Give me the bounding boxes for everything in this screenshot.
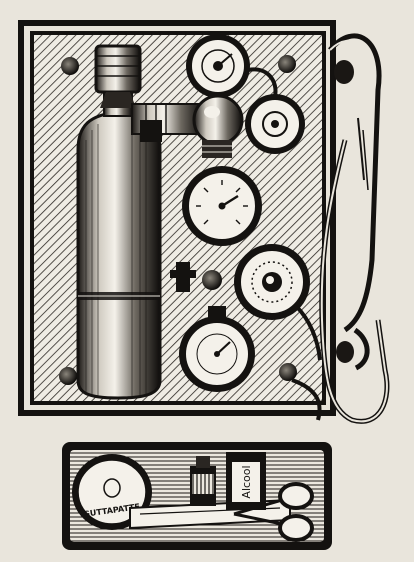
alcohol-bottle: Alcool: [226, 452, 266, 510]
outlet-gauge: [234, 244, 310, 320]
bolt-icon: [279, 363, 297, 381]
equipment-panel: [18, 20, 336, 416]
bolt-icon: [61, 57, 79, 75]
oxygen-cylinder: [76, 44, 162, 400]
alcohol-bottle-label: Alcool: [240, 465, 253, 498]
bolt-icon: [59, 367, 77, 385]
hose-clip: [336, 341, 354, 363]
valve-knob: [170, 262, 222, 292]
manometer-dial: [182, 166, 262, 246]
medicine-bottle: [190, 456, 216, 506]
outlet-hose: [294, 304, 322, 361]
lower-manometer: [179, 316, 255, 392]
gauge-stem: [208, 306, 226, 322]
flow-gauge-right: [245, 94, 305, 154]
gauge-tube: [247, 67, 278, 97]
scissors-icon: [233, 482, 314, 542]
connector-pipe: [131, 103, 203, 142]
rubber-hoses: [291, 33, 390, 424]
pressure-regulator: [192, 94, 244, 158]
pressure-gauge-top: [186, 34, 250, 98]
bolt-icon: [278, 55, 296, 73]
hose-clip: [334, 60, 354, 84]
